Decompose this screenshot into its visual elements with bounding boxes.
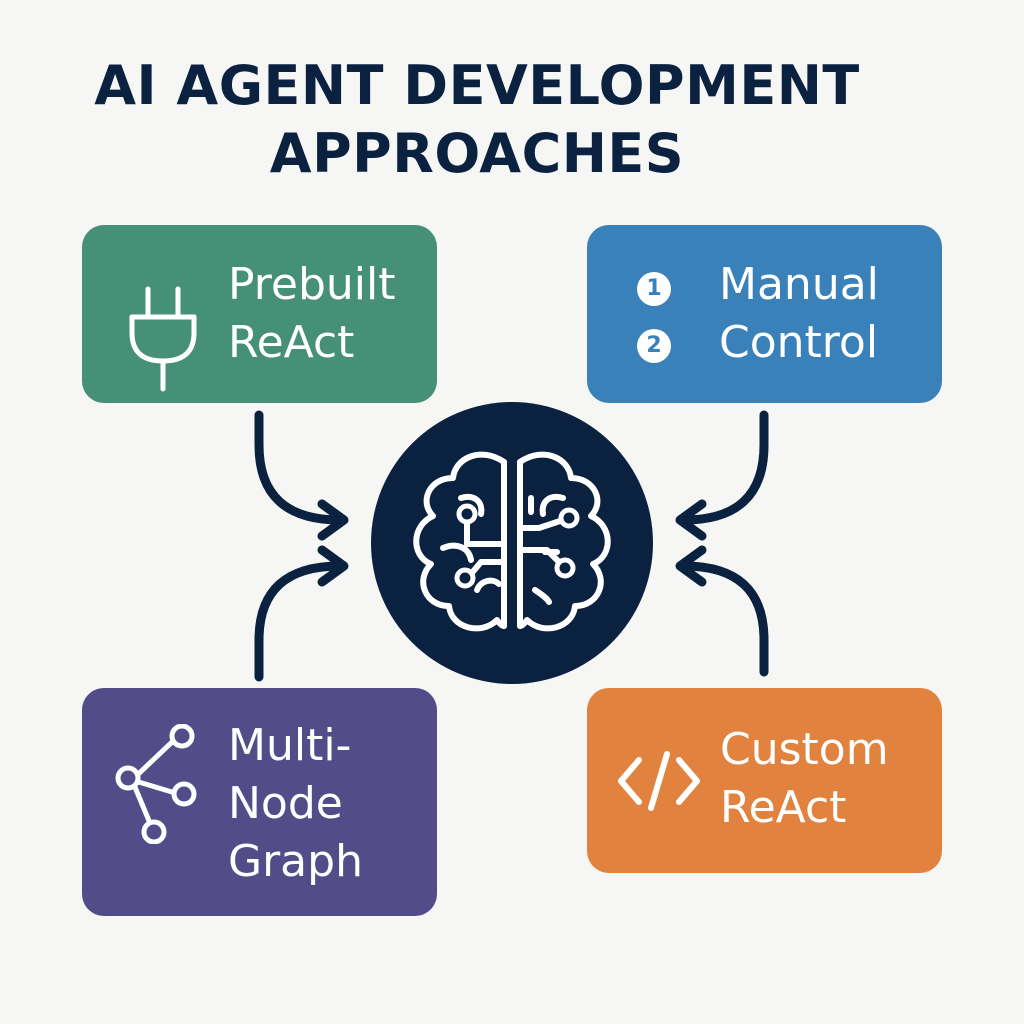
code-brackets-icon	[618, 751, 700, 811]
card-label-multi-node-graph: Multi- Node Graph	[228, 720, 363, 887]
arrowhead-multi	[317, 545, 349, 587]
graph-nodes-icon	[115, 724, 197, 844]
arrow-manual	[679, 410, 769, 525]
title-line-1: AI AGENT DEVELOPMENT	[94, 54, 860, 117]
arrowhead-prebuilt	[317, 499, 349, 541]
card-label-custom-react: Custom ReAct	[720, 724, 889, 833]
step-one-badge: 1	[637, 272, 671, 306]
card-multi-node-graph: Multi- Node Graph	[82, 688, 437, 916]
card-manual-control: 1 2 Manual Control	[587, 225, 942, 403]
brain-hub	[371, 402, 653, 684]
card-label-prebuilt-react: Prebuilt ReAct	[228, 259, 396, 368]
card-label-manual-control: Manual Control	[719, 259, 879, 368]
arrow-multi	[254, 561, 345, 682]
plug-icon	[129, 286, 197, 392]
arrowhead-custom	[675, 545, 707, 587]
step-two-badge: 2	[637, 329, 671, 363]
brain-circuit-icon	[413, 451, 611, 632]
arrow-custom	[679, 561, 769, 677]
card-prebuilt-react: Prebuilt ReAct	[82, 225, 437, 403]
arrowhead-manual	[675, 499, 707, 541]
title-line-2: APPROACHES	[269, 122, 685, 185]
card-custom-react: Custom ReAct	[587, 688, 942, 873]
page-title: AI AGENT DEVELOPMENT APPROACHES	[0, 52, 954, 188]
arrow-prebuilt	[254, 410, 345, 525]
